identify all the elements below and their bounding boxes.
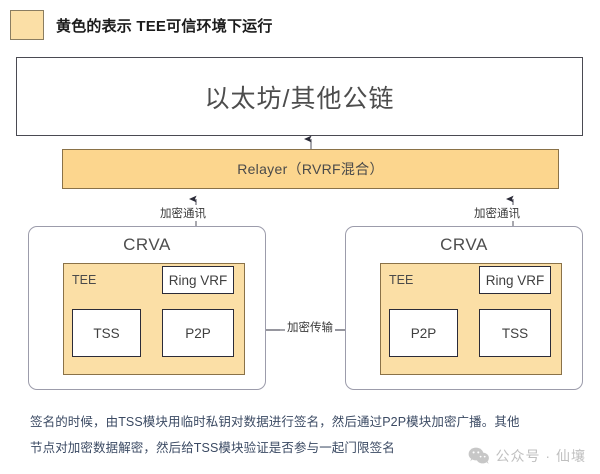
crva-node-right: CRVA TEE Ring VRF P2P TSS <box>345 226 583 390</box>
wechat-icon <box>468 447 489 464</box>
caption-line-2: 节点对加密数据解密，然后给TSS模块验证是否参与一起门限签名 <box>30 441 395 455</box>
legend-color-swatch <box>10 10 44 40</box>
tee-label: TEE <box>389 273 414 287</box>
tss-module: TSS <box>479 309 551 357</box>
edge-label-encrypted-comm-right: 加密通讯 <box>472 205 522 221</box>
relayer-box: Relayer（RVRF混合） <box>62 149 559 189</box>
legend: 黄色的表示 TEE可信环境下运行 <box>10 10 273 40</box>
p2p-module: P2P <box>162 309 234 357</box>
watermark-text: 公众号 · 仙壤 <box>495 448 586 464</box>
caption-line-1: 签名的时候，由TSS模块用临时私钥对数据进行签名，然后通过P2P模块加密广播。其… <box>30 415 520 429</box>
tee-panel: TEE Ring VRF P2P TSS <box>380 263 562 375</box>
ring-vrf-module: Ring VRF <box>162 266 234 294</box>
crva-node-left: CRVA TEE Ring VRF TSS P2P <box>28 226 266 390</box>
ring-vrf-module: Ring VRF <box>479 266 551 294</box>
p2p-module: P2P <box>389 309 458 357</box>
relayer-label: Relayer（RVRF混合） <box>237 161 384 177</box>
edge-label-encrypted-comm-left: 加密通讯 <box>158 205 208 221</box>
public-chain-label: 以太坊/其他公链 <box>204 84 395 113</box>
crva-title: CRVA <box>123 235 171 254</box>
legend-label: 黄色的表示 TEE可信环境下运行 <box>56 17 273 35</box>
tee-label: TEE <box>72 273 97 287</box>
caption: 签名的时候，由TSS模块用临时私钥对数据进行签名，然后通过P2P模块加密广播。其… <box>30 409 575 461</box>
edge-label-encrypted-transfer: 加密传输 <box>285 319 335 335</box>
public-chain-box: 以太坊/其他公链 <box>16 57 583 136</box>
watermark: 公众号 · 仙壤 <box>468 446 586 466</box>
tee-panel: TEE Ring VRF TSS P2P <box>63 263 245 375</box>
crva-title: CRVA <box>440 235 488 254</box>
tss-module: TSS <box>72 309 141 357</box>
